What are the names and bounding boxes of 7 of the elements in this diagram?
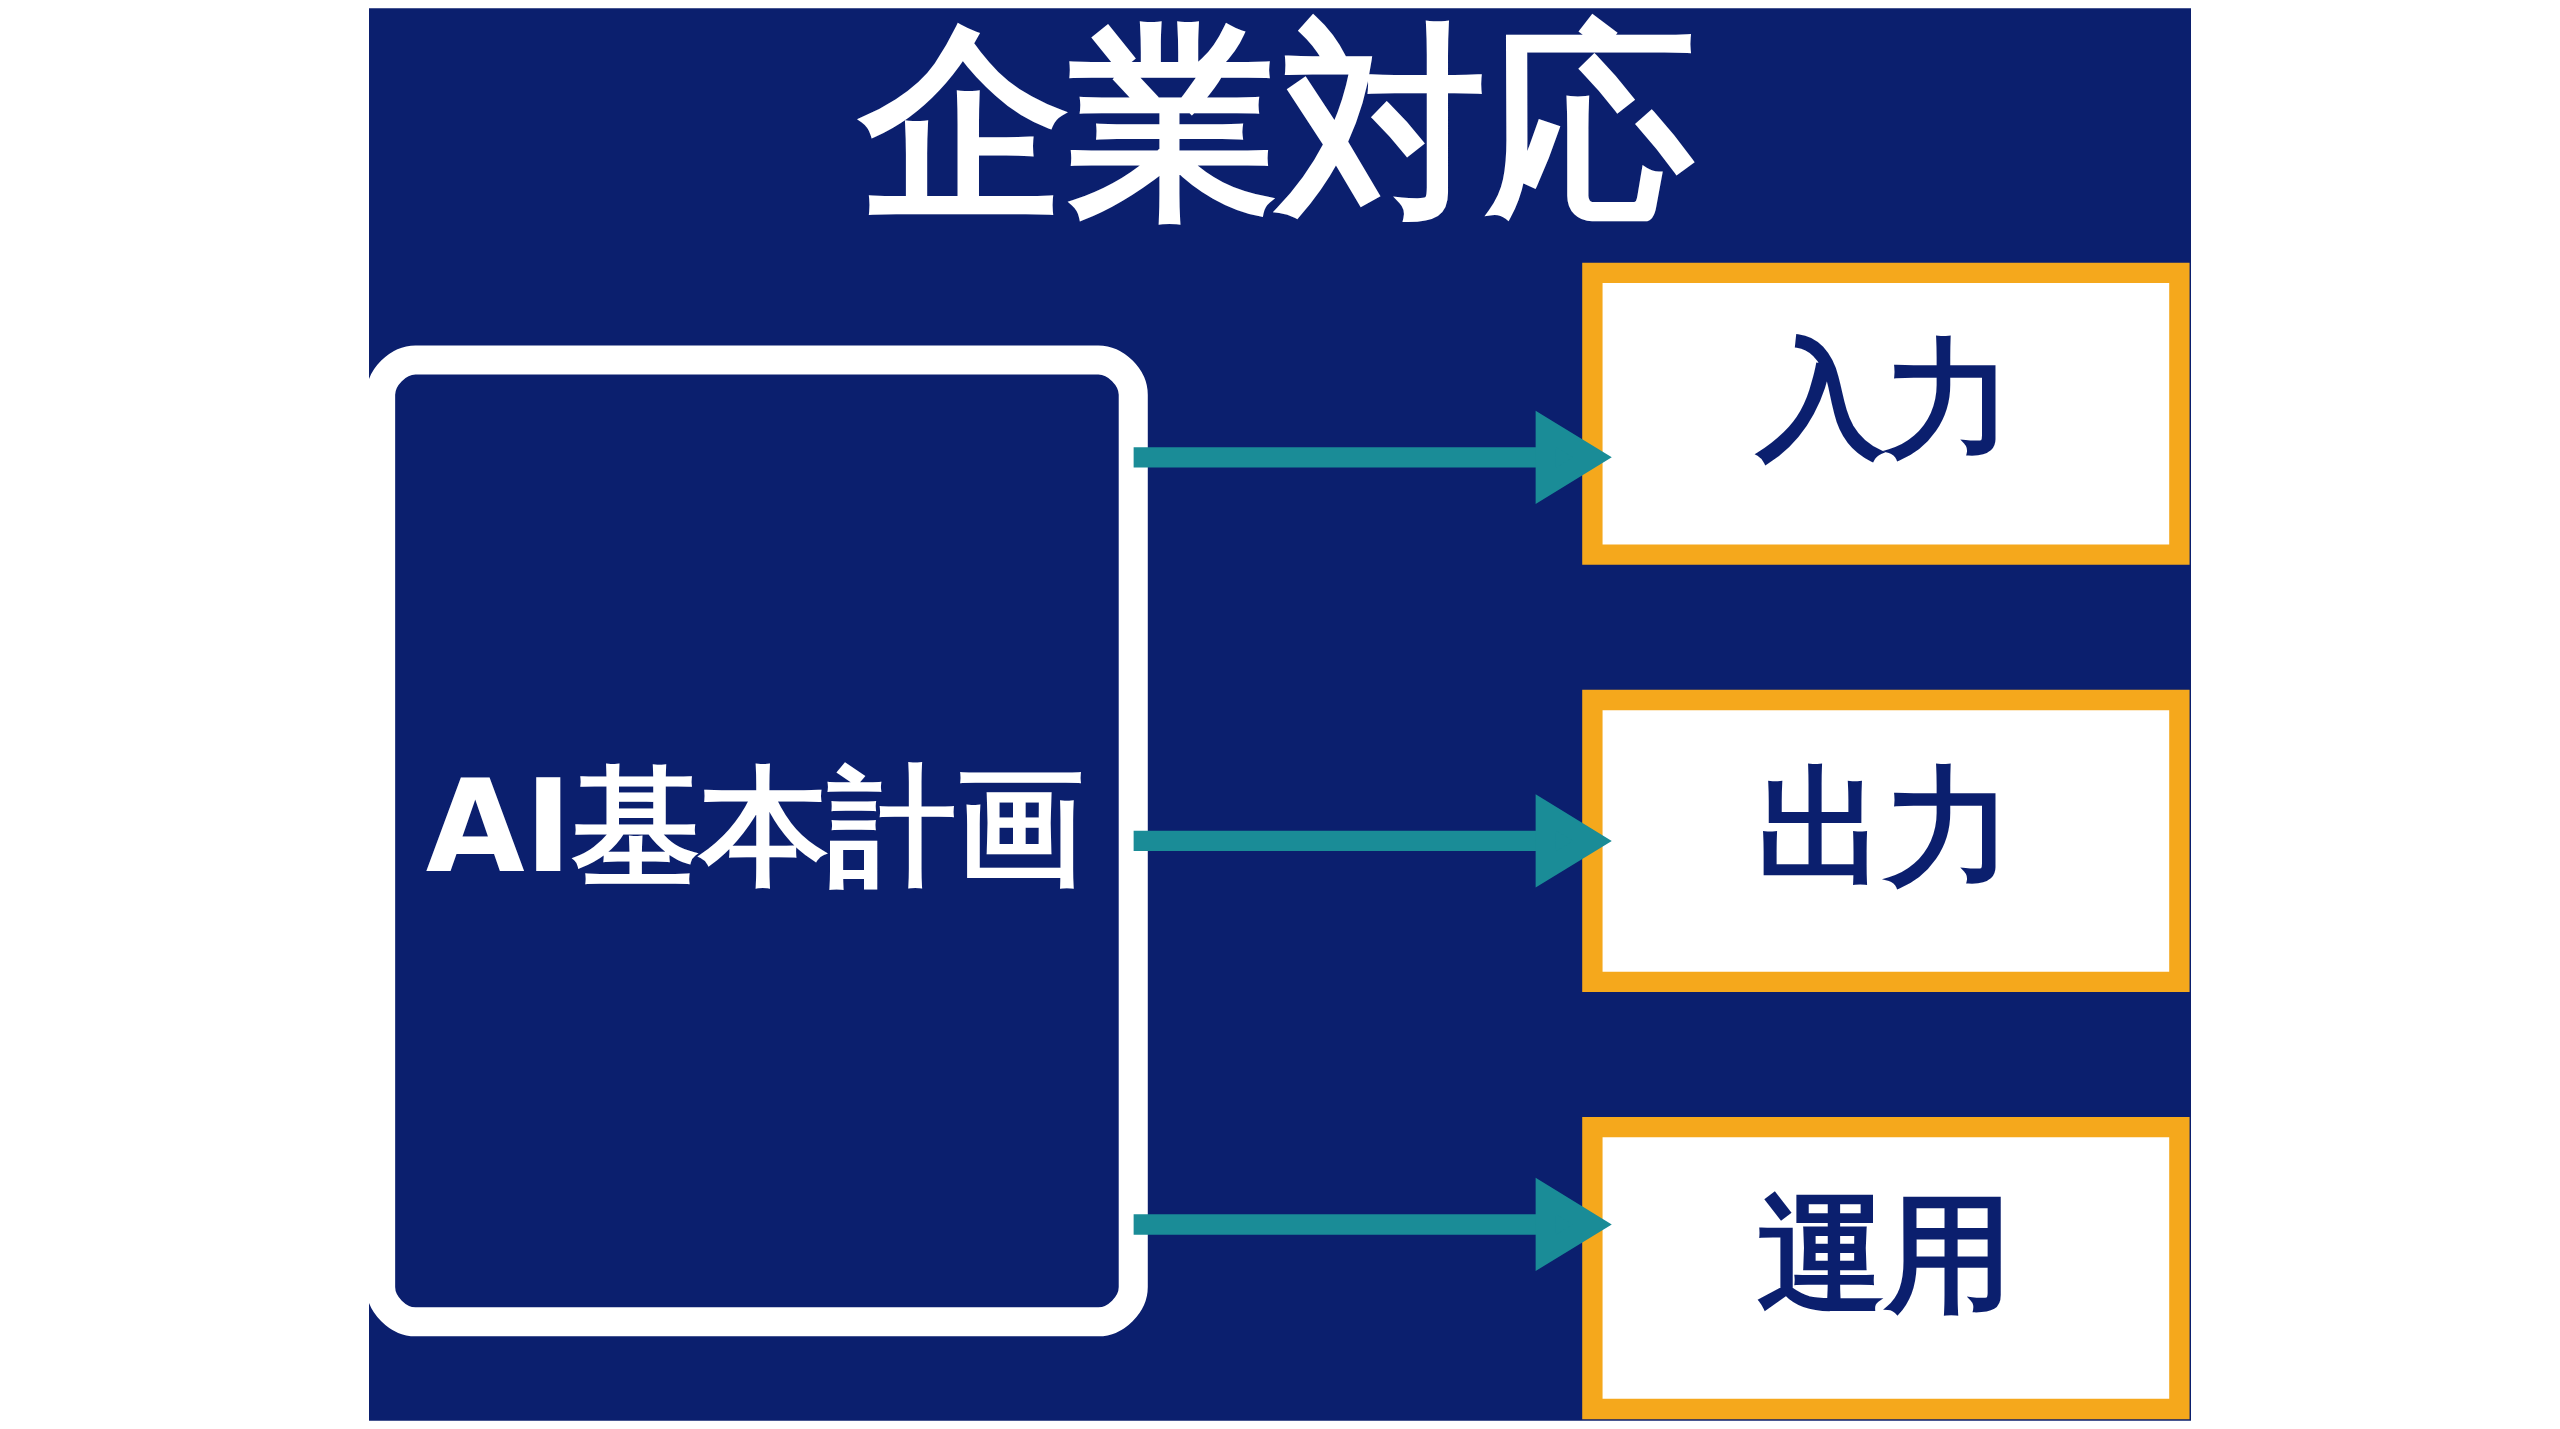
node-box: 入力 xyxy=(1582,262,2190,565)
node-box: AI基本計画 xyxy=(369,345,1148,1337)
node-box: 運用 xyxy=(1582,1116,2190,1420)
arrow xyxy=(1133,1177,1612,1272)
arrow xyxy=(1133,794,1612,888)
arrow xyxy=(1133,410,1612,504)
node-box: 出力 xyxy=(1582,689,2190,992)
